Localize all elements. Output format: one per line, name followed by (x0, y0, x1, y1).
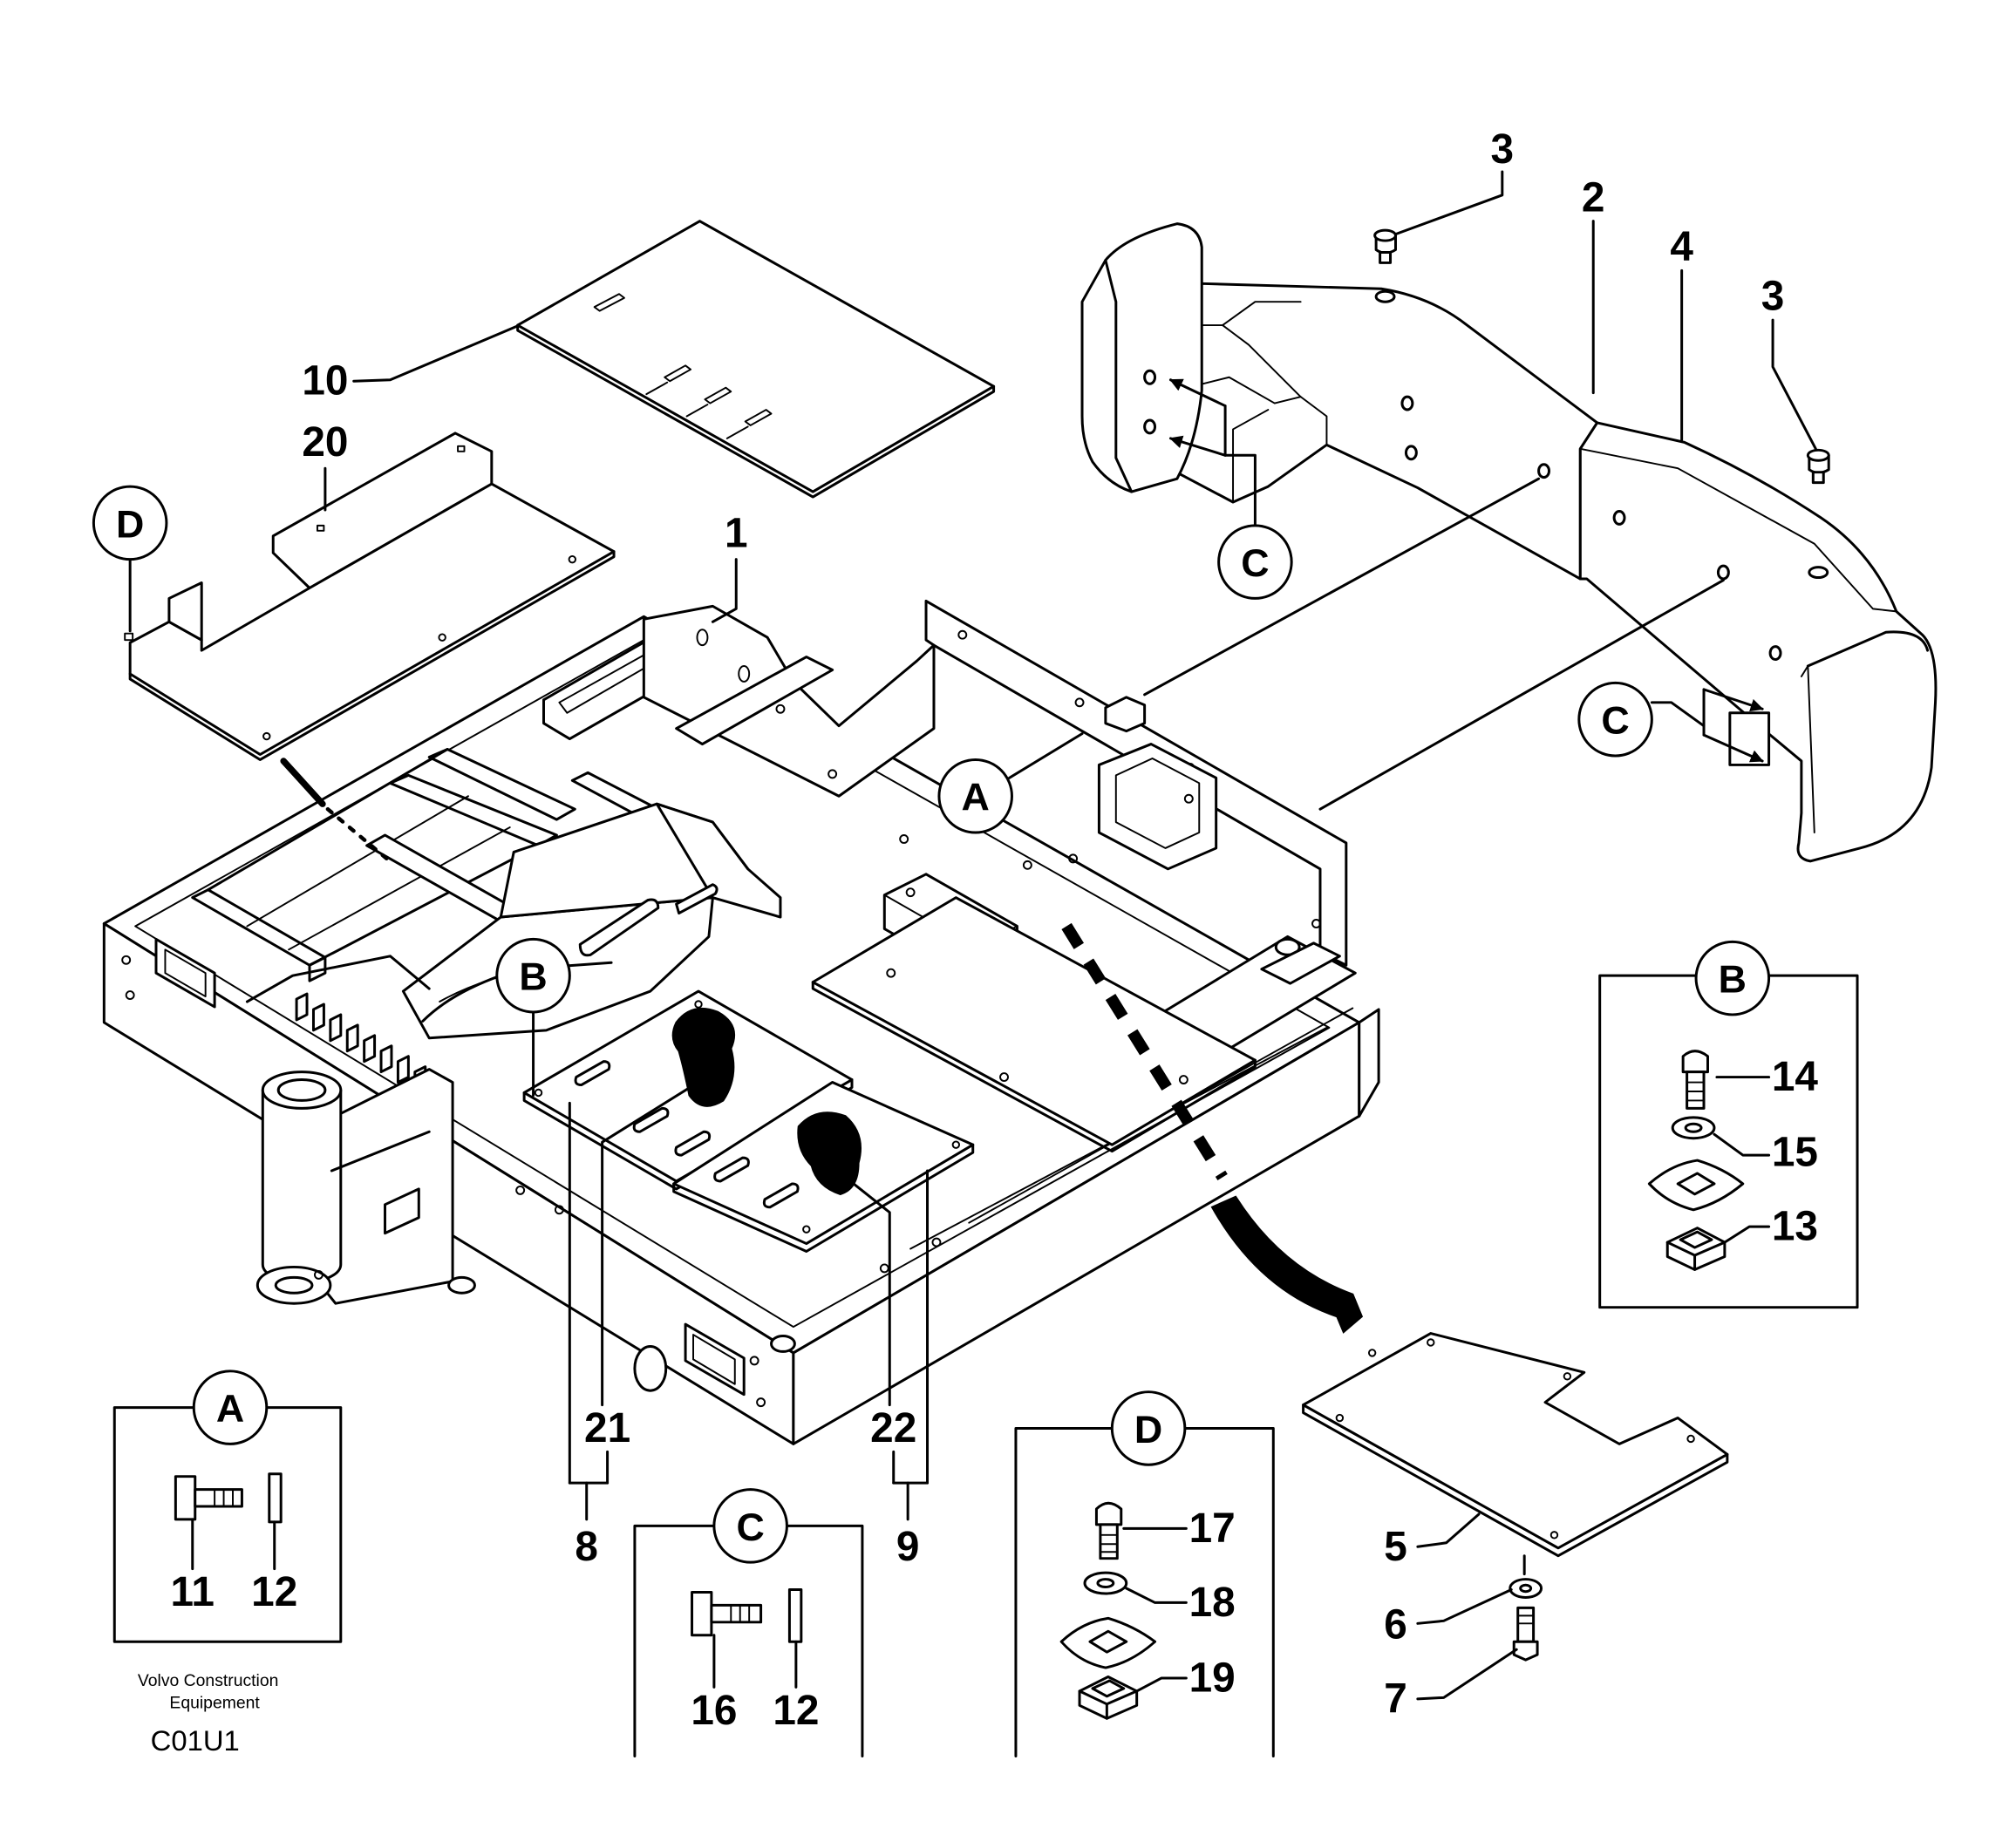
view-marker-a-label: A (962, 776, 990, 819)
detail-d-callout-17: 17 (1189, 1506, 1236, 1552)
publisher-line-1: Volvo Construction (138, 1671, 279, 1690)
bolt-17 (1094, 1501, 1123, 1560)
detail-a-callout-11: 11 (171, 1569, 215, 1615)
washer-18 (1083, 1571, 1128, 1595)
detail-view-c: C 16 12 (633, 1488, 864, 1758)
bolt-14 (1681, 1050, 1709, 1110)
cap-screw-3-left (1373, 228, 1397, 264)
detail-b-callout-13: 13 (1772, 1204, 1818, 1250)
swing-post (255, 1068, 476, 1305)
detail-view-a: A 11 12 (112, 1370, 343, 1643)
cover-plate-22 (672, 1081, 975, 1254)
pin-12 (787, 1588, 803, 1643)
detail-d-marker: D (1134, 1408, 1162, 1451)
view-marker-b-label: B (519, 955, 547, 999)
spring-plate (1059, 1616, 1157, 1669)
publisher-line-2: Equipement (169, 1693, 260, 1712)
detail-d-callout-18: 18 (1189, 1580, 1236, 1626)
clip-nut-19 (1078, 1675, 1139, 1720)
cover-plate-10 (516, 220, 996, 499)
view-marker-b: B (495, 937, 571, 1014)
detail-c-callout-12: 12 (773, 1688, 819, 1734)
cap-screw-3-right (1806, 448, 1830, 485)
view-marker-c-right: C (1577, 681, 1653, 758)
callout-5: 5 (1384, 1524, 1407, 1570)
pin-12 (268, 1472, 283, 1524)
callout-10: 10 (302, 358, 348, 404)
assembly-paths (280, 758, 1364, 1334)
callout-3-right: 3 (1761, 274, 1785, 320)
callout-1: 1 (725, 510, 748, 556)
detail-c-marker: C (737, 1506, 765, 1549)
detail-b-callout-15: 15 (1772, 1130, 1818, 1176)
detail-c-callout-16: 16 (691, 1688, 737, 1734)
callout-21: 21 (584, 1405, 630, 1451)
counterweight-part-2 (1080, 222, 1599, 581)
drawing-code: C01U1 (151, 1724, 240, 1757)
drawing-footer: Volvo Construction Equipement C01U1 (138, 1671, 279, 1757)
callout-2: 2 (1582, 174, 1605, 221)
callout-22: 22 (870, 1405, 916, 1451)
detail-view-b: B 14 15 13 (1598, 940, 1859, 1309)
washer-15 (1671, 1116, 1716, 1140)
clip-nut-13 (1665, 1227, 1727, 1271)
view-marker-c-right-label: C (1601, 699, 1629, 743)
detail-d-callout-19: 19 (1189, 1655, 1236, 1701)
counterweight-part-4 (1578, 421, 1938, 863)
cover-plate-21 (522, 989, 854, 1191)
callout-7: 7 (1384, 1675, 1407, 1722)
callout-4: 4 (1670, 224, 1693, 270)
detail-b-callout-14: 14 (1772, 1054, 1819, 1100)
view-marker-d-label: D (116, 502, 144, 546)
spring-plate (1647, 1159, 1745, 1212)
callout-3-left: 3 (1491, 126, 1515, 173)
cover-plate-20 (124, 432, 616, 761)
callout-6: 6 (1384, 1601, 1407, 1648)
view-marker-c-left-label: C (1241, 541, 1269, 585)
cutaway-mark (671, 1007, 735, 1107)
bolt-7 (1512, 1606, 1539, 1662)
detail-a-marker: A (216, 1387, 244, 1431)
boom-foot-lugs (245, 955, 431, 1094)
view-marker-c-left: C (1217, 524, 1293, 600)
detail-b-marker: B (1719, 958, 1747, 1002)
washer-6 (1509, 1554, 1543, 1599)
callout-20: 20 (302, 419, 348, 466)
callout-9: 9 (896, 1524, 920, 1570)
bottom-plate-5 (1302, 1332, 1729, 1558)
bolt-11 (174, 1475, 243, 1521)
leader-lines (128, 170, 1817, 1701)
bolt-16 (691, 1590, 763, 1637)
view-marker-a: A (937, 758, 1013, 834)
callout-8: 8 (575, 1524, 598, 1570)
view-marker-d: D (92, 485, 168, 561)
detail-view-d: D 17 18 19 (1014, 1390, 1275, 1758)
detail-a-callout-12: 12 (251, 1569, 297, 1615)
part-callouts: 1 2 3 3 4 5 6 7 8 9 10 20 21 22 (302, 126, 1784, 1722)
central-cover-plate (811, 896, 1257, 1153)
